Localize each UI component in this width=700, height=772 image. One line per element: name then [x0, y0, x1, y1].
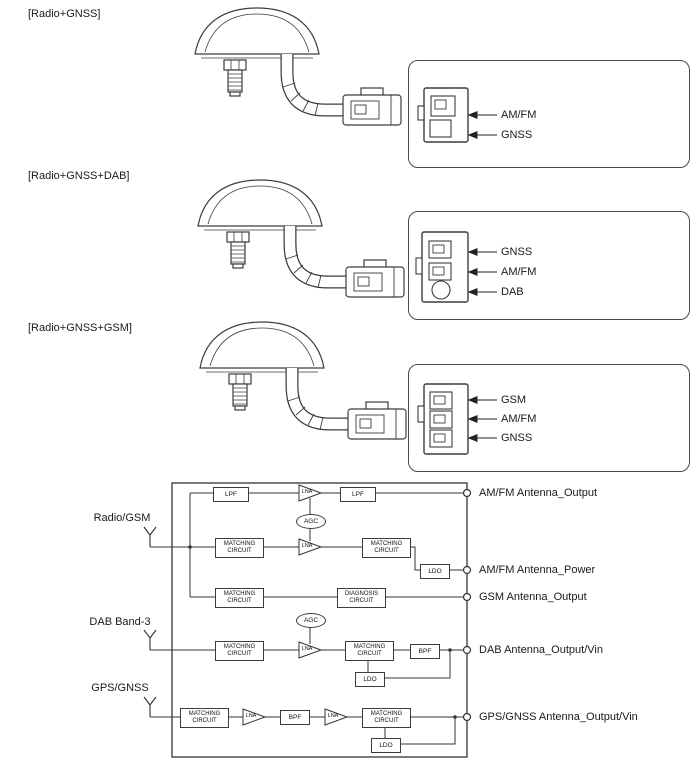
output-label-amfm-power: AM/FM Antenna_Power	[479, 564, 596, 576]
antenna-symbol-icon-radio-gsm	[143, 526, 157, 547]
port-label: AM/FM	[501, 109, 537, 121]
wire-junctions	[188, 545, 457, 719]
block-ldo: LDO	[355, 672, 385, 687]
output-label-dab-output: DAB Antenna_Output/Vin	[479, 644, 603, 656]
block-matching-circuit: MATCHING CIRCUIT	[362, 708, 411, 728]
antenna-illustration-radio-gnss-gsm	[200, 322, 406, 439]
output-label-amfm-output: AM/FM Antenna_Output	[479, 487, 598, 499]
port-label: GSM	[501, 394, 527, 406]
input-label-radio-gsm: Radio/GSM	[93, 512, 151, 524]
block-lpf: LPF	[213, 487, 249, 502]
block-lna: LNA	[301, 543, 313, 549]
output-label-gsm-output: GSM Antenna_Output	[479, 591, 587, 603]
antenna-illustration-radio-gnss-dab	[198, 180, 404, 297]
section-label-radio-gnss: [Radio+GNSS]	[28, 8, 101, 20]
block-ldo: LDO	[420, 564, 450, 579]
section-label-radio-gnss-gsm: [Radio+GNSS+GSM]	[28, 322, 132, 334]
block-matching-circuit: MATCHING CIRCUIT	[180, 708, 229, 728]
input-label-dab-band3: DAB Band-3	[89, 616, 151, 628]
block-matching-circuit: MATCHING CIRCUIT	[362, 538, 411, 558]
block-matching-circuit: MATCHING CIRCUIT	[215, 588, 264, 608]
arrow-icons-box1	[467, 111, 497, 139]
block-lna: LNA	[301, 646, 313, 652]
antenna-symbol-icon-gps	[143, 696, 157, 717]
port-label: DAB	[501, 286, 524, 298]
block-matching-circuit: MATCHING CIRCUIT	[345, 641, 394, 661]
connector-face-radio-gnss-gsm	[417, 383, 469, 455]
lna-amplifier-symbols	[242, 484, 349, 726]
output-terminals	[462, 488, 472, 722]
section-label-radio-gnss-dab: [Radio+GNSS+DAB]	[28, 170, 130, 182]
port-label: GNSS	[501, 432, 533, 444]
block-bpf: BPF	[280, 710, 310, 725]
connector-detail-box-1	[408, 60, 690, 168]
block-lna: LNA	[245, 713, 257, 719]
connector-detail-box-2	[408, 211, 690, 320]
arrow-icons-box3	[467, 396, 497, 442]
arrow-icons-box2	[467, 248, 497, 296]
connector-face-radio-gnss	[417, 87, 469, 143]
input-label-gps-gnss: GPS/GNSS	[91, 682, 149, 694]
block-agc: AGC	[296, 613, 326, 628]
block-agc: AGC	[296, 514, 326, 529]
output-label-gps-output: GPS/GNSS Antenna_Output/Vin	[479, 711, 638, 723]
block-matching-circuit: MATCHING CIRCUIT	[215, 641, 264, 661]
block-lpf: LPF	[340, 487, 376, 502]
antenna-illustration-radio-gnss	[195, 8, 401, 125]
connector-detail-box-3	[408, 364, 690, 472]
connector-face-radio-gnss-dab	[415, 231, 469, 303]
block-lna: LNA	[327, 713, 339, 719]
circuit-wiring	[150, 482, 468, 758]
port-label: GNSS	[501, 129, 533, 141]
block-diagnosis-circuit: DIAGNOSIS CIRCUIT	[337, 588, 386, 608]
block-bpf: BPF	[410, 644, 440, 659]
port-label: GNSS	[501, 246, 533, 258]
antenna-symbol-icon-dab	[143, 629, 157, 650]
port-label: AM/FM	[501, 266, 537, 278]
port-label: AM/FM	[501, 413, 537, 425]
block-ldo: LDO	[371, 738, 401, 753]
block-matching-circuit: MATCHING CIRCUIT	[215, 538, 264, 558]
block-lna: LNA	[301, 489, 313, 495]
